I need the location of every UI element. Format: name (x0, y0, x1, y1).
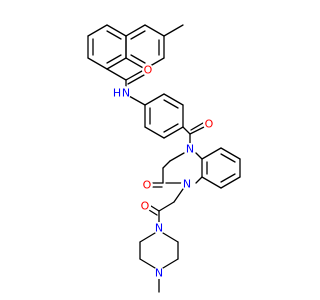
atom-n-diazepine-top: N (184, 143, 196, 156)
svg-text:O: O (205, 118, 214, 131)
piperazine-ring (139, 232, 179, 269)
aryl-carbonyl-bond (106, 68, 127, 81)
nh-aryl-bond (128, 95, 146, 106)
atom-o-lactam: O (141, 179, 153, 192)
svg-text:N: N (186, 143, 194, 156)
atom-n-piperazine-top: N (153, 222, 165, 235)
svg-text:O: O (144, 64, 153, 77)
acetyl-co-double (148, 209, 158, 216)
svg-text:H: H (113, 87, 121, 100)
n-ch2-bond (173, 188, 184, 203)
atom-o-acetyl: O (139, 200, 151, 213)
acetyl-co-bond (150, 205, 160, 212)
amide-co-bond (125, 70, 143, 81)
svg-text:O: O (141, 200, 150, 213)
biphenyl-ring (87, 24, 127, 70)
svg-text:N: N (122, 87, 130, 100)
benzoyl-co-double (190, 122, 204, 131)
atom-nh-amide: N H (113, 86, 131, 100)
ring-carbonyl-bond (182, 126, 191, 135)
svg-text:N: N (183, 178, 191, 191)
benzo-ring (201, 147, 241, 189)
svg-text:N: N (155, 267, 163, 280)
atom-o-amide: O (142, 64, 154, 77)
structure-svg: O N H O N O N O N N (87, 24, 241, 293)
tolyl-ring (125, 24, 165, 70)
benzoyl-co-bond (189, 126, 205, 135)
ch2-co-bond (158, 201, 175, 212)
atom-n-piperazine-bottom: N (153, 267, 165, 280)
svg-text:O: O (143, 179, 152, 192)
molecule-canvas: O N H O N O N O N N (87, 24, 241, 293)
amide-co-double (127, 74, 145, 85)
atom-n-diazepine-bottom: N (181, 178, 193, 191)
atom-o-benzoyl: O (203, 118, 215, 131)
methyl-bond (163, 24, 184, 37)
phenylene-ring (144, 93, 184, 139)
svg-text:N: N (155, 222, 163, 235)
diazepinone-ring (162, 152, 203, 184)
